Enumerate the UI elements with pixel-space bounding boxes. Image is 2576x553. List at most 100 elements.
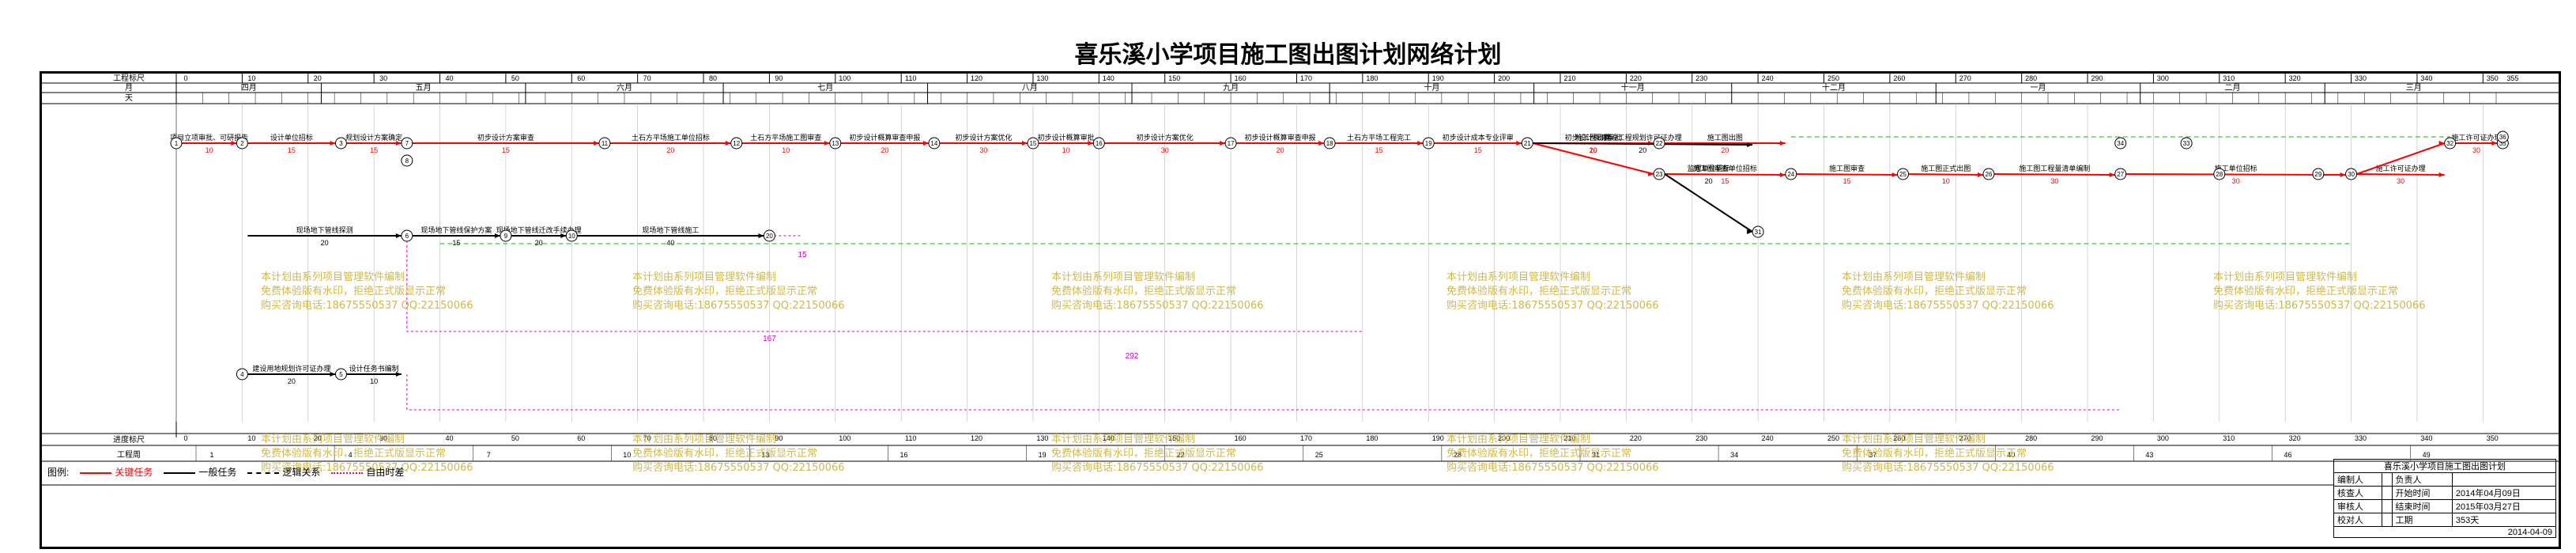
task-label: 现场地下管线迁改手续办理	[496, 225, 582, 234]
event-node-label: 10	[568, 233, 575, 240]
task-duration: 10	[1062, 146, 1070, 154]
bottom-tick-label: 330	[2355, 434, 2367, 442]
watermark-line: 本计划由系列项目管理软件编制	[1842, 271, 1986, 283]
watermark-line: 本计划由系列项目管理软件编制	[1446, 271, 1591, 283]
watermark-text: 本计划由系列项目管理软件编制免费体验版有水印，拒绝正式版显示正常购买咨询电话:1…	[1051, 433, 1264, 475]
event-node-label: 8	[405, 157, 409, 165]
tick-label: 290	[2091, 74, 2103, 82]
task-label: 现场地下管线施工	[642, 225, 699, 234]
bottom-tick-label: 10	[247, 434, 255, 442]
task-label: 建设工程规划许可证办理	[1604, 133, 1682, 142]
task-label: 规划设计方案确定	[345, 133, 402, 142]
event-node	[1752, 225, 1764, 238]
month-label: 四月	[241, 83, 257, 93]
event-node	[763, 229, 775, 242]
event-node	[829, 137, 842, 150]
arrow-head	[1891, 172, 1898, 177]
week-number: 19	[1039, 451, 1047, 459]
event-node-label: 4	[240, 371, 244, 378]
event-node-label: 5	[339, 371, 343, 378]
event-node	[928, 137, 941, 150]
task-duration: 20	[535, 239, 543, 247]
float-label: 15	[798, 251, 808, 259]
task-duration: 15	[1375, 146, 1383, 154]
arrow-head	[330, 372, 336, 377]
task-duration: 20	[321, 239, 329, 247]
tick-label: 10	[247, 74, 255, 82]
bottom-tick-label: 70	[643, 434, 651, 442]
event-node	[236, 137, 248, 150]
arrow-head	[725, 141, 731, 146]
header-row-label: 天	[125, 94, 133, 103]
watermark-line: 免费体验版有水印，拒绝正式版显示正常	[1446, 286, 1632, 297]
float-line-icon	[331, 472, 364, 474]
event-node-label: 21	[1524, 140, 1531, 147]
tick-label: 40	[446, 74, 454, 82]
watermark-text: 本计划由系列项目管理软件编制免费体验版有水印，拒绝正式版显示正常购买咨询电话:1…	[1446, 433, 1659, 475]
bottom-tick-label: 180	[1366, 434, 1378, 442]
tick-label: 350	[2487, 74, 2499, 82]
task-duration: 20	[666, 146, 674, 154]
arrow-head	[494, 233, 500, 238]
bottom-tick-label: 320	[2289, 434, 2301, 442]
tick-label: 0	[183, 74, 187, 82]
task-label: 施工许可证办理	[2451, 133, 2501, 142]
watermark-text: 本计划由系列项目管理软件编制免费体验版有水印，拒绝正式版显示正常购买咨询电话:1…	[1446, 271, 1659, 313]
float-label: 167	[763, 335, 776, 343]
event-node-label: 14	[930, 140, 937, 147]
arrow-head	[1021, 141, 1028, 146]
bottom-tick-label: 140	[1103, 434, 1115, 442]
event-node	[1897, 168, 1910, 180]
event-node	[236, 368, 248, 381]
info-date: 2014-04-09	[2333, 526, 2556, 538]
task-duration: 30	[2232, 177, 2240, 185]
week-number: 25	[1315, 451, 1323, 459]
tick-label: 190	[1432, 74, 1444, 82]
bottom-tick-label: 270	[1959, 434, 1971, 442]
tick-label: 240	[1762, 74, 1774, 82]
watermark-line: 购买咨询电话:18675550537 QQ:22150066	[1842, 462, 2054, 474]
arrow-head	[2109, 172, 2115, 177]
bottom-tick-label: 230	[1695, 434, 1707, 442]
critical-task-arrow	[2356, 173, 2445, 176]
task-label: 施工图正式出图	[1921, 164, 1971, 172]
arrow-head	[560, 233, 567, 238]
tick-label: 170	[1300, 74, 1312, 82]
watermark-line: 购买咨询电话:18675550537 QQ:22150066	[261, 300, 473, 312]
event-node	[1027, 137, 1039, 150]
arrow-head	[593, 141, 599, 146]
event-node	[1323, 137, 1336, 150]
watermark-line: 免费体验版有水印，拒绝正式版显示正常	[632, 448, 818, 460]
bottom-tick-label: 20	[314, 434, 322, 442]
task-duration: 15	[1474, 146, 1482, 154]
task-label: 初步设计概算审查申报	[1245, 133, 1316, 142]
task-duration: 15	[502, 146, 510, 154]
task-duration: 10	[1942, 177, 1950, 185]
event-node-label: 17	[1228, 140, 1235, 147]
event-node	[2114, 168, 2127, 180]
task-label: 初步设计方案优化	[1137, 133, 1194, 142]
event-node	[334, 368, 347, 381]
bottom-tick-label: 350	[2487, 434, 2499, 442]
arrow-head	[2340, 172, 2346, 177]
bottom-tick-label: 130	[1036, 434, 1048, 442]
event-node	[2312, 168, 2325, 180]
task-label: 初步设计方案审查	[477, 133, 534, 142]
watermark-line: 购买咨询电话:18675550537 QQ:22150066	[2213, 300, 2426, 312]
free-float-line	[406, 236, 1363, 332]
month-label: 九月	[1223, 83, 1239, 93]
legend-title: 图例:	[47, 467, 70, 478]
bottom-tick-label: 170	[1300, 434, 1312, 442]
bottom-tick-label: 80	[709, 434, 717, 442]
week-number: 22	[1177, 451, 1185, 459]
tick-label: 80	[709, 74, 717, 82]
event-node-label: 23	[1656, 171, 1663, 178]
task-duration: 20	[881, 146, 888, 154]
end-tick-label: 355	[2506, 74, 2518, 82]
timescale-grid: 工程标尺月天0010102020303040405050606070708080…	[42, 74, 2559, 486]
tick-label: 30	[379, 74, 387, 82]
event-node-label: 35	[2499, 140, 2506, 147]
critical-line-icon	[80, 472, 112, 474]
tick-label: 70	[643, 74, 651, 82]
arrow-head	[2438, 172, 2445, 177]
